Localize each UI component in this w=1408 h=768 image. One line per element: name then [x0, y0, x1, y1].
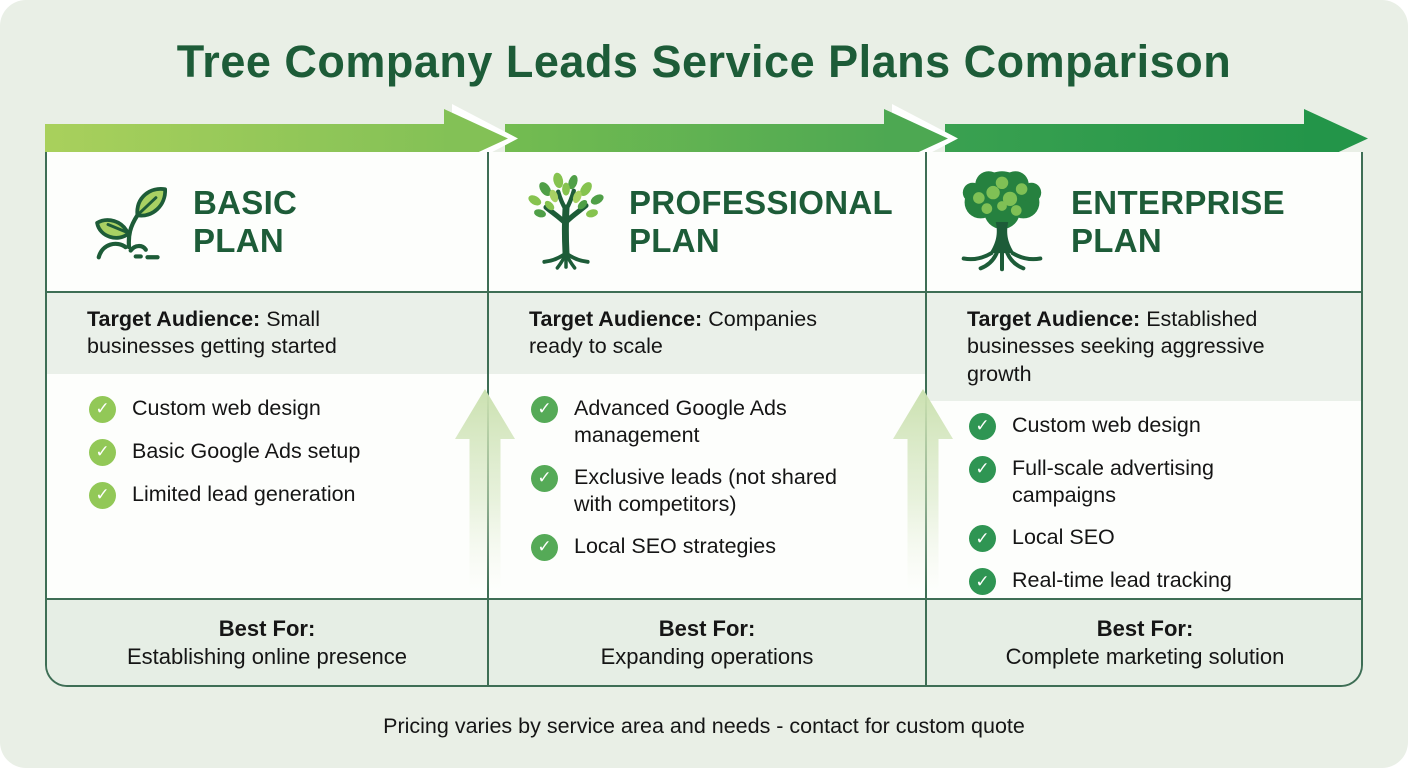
check-icon: ✓ [89, 481, 116, 509]
feature-text: Custom web design [132, 395, 321, 420]
feature-text: Real-time lead tracking [1012, 568, 1232, 593]
best-for-value: Establishing online presence [126, 643, 408, 669]
feature-item: ✓ Basic Google Ads setup [89, 438, 441, 466]
plan-name-enterprise: ENTERPRISE PLAN [1071, 184, 1285, 260]
feature-text: Limited lead generation [132, 481, 356, 506]
plan-header-professional: PROFESSIONAL PLAN [489, 152, 925, 293]
feature-text: Custom web design [1012, 412, 1201, 437]
feature-item: ✓ Exclusive leads (not shared with compe… [531, 464, 879, 518]
comparison-table: BASIC PLAN Target Audience:Small busines… [45, 152, 1363, 687]
best-for-value: Expanding operations [600, 643, 814, 669]
check-icon: ✓ [969, 412, 996, 440]
mature-tree-icon [961, 170, 1043, 271]
check-icon: ✓ [969, 568, 996, 596]
feature-text: Basic Google Ads setup [132, 438, 361, 463]
best-for-basic: Best For: Establishing online presence [47, 598, 487, 685]
check-icon: ✓ [531, 533, 558, 561]
feature-text: Advanced Google Ads management [574, 395, 787, 447]
plan-name-line1: BASIC [193, 183, 298, 221]
target-audience-value: Established businesses seeking aggressiv… [967, 307, 1265, 386]
plan-column-professional: PROFESSIONAL PLAN Target Audience:Compan… [487, 152, 925, 685]
target-audience-value: Companies ready to scale [529, 307, 817, 359]
check-icon: ✓ [969, 525, 996, 553]
plan-name-line2: PLAN [193, 221, 285, 259]
feature-item: ✓ Custom web design [969, 412, 1317, 440]
pricing-note: Pricing varies by service area and needs… [383, 714, 1025, 738]
feature-text: Exclusive leads (not shared with competi… [574, 464, 837, 516]
plan-header-enterprise: ENTERPRISE PLAN [927, 152, 1361, 293]
feature-item: ✓ Custom web design [89, 395, 441, 423]
young-tree-icon [528, 172, 604, 270]
check-icon: ✓ [531, 395, 558, 423]
target-audience-label: Target Audience: [529, 307, 703, 331]
feature-list-basic: ✓ Custom web design ✓ Basic Google Ads s… [47, 374, 487, 509]
plan-name-basic: BASIC PLAN [193, 184, 297, 260]
plan-column-enterprise: ENTERPRISE PLAN Target Audience:Establis… [925, 152, 1361, 685]
seedling-icon [95, 186, 168, 259]
target-audience-basic: Target Audience:Small businesses getting… [47, 293, 487, 374]
plan-name-line1: PROFESSIONAL [629, 183, 893, 221]
best-for-label: Best For: [218, 615, 316, 641]
plan-name-professional: PROFESSIONAL PLAN [629, 184, 893, 260]
check-icon: ✓ [531, 464, 558, 492]
best-for-label: Best For: [1096, 615, 1194, 641]
check-icon: ✓ [969, 455, 996, 483]
feature-list-enterprise: ✓ Custom web design ✓ Full-scale adverti… [927, 401, 1361, 596]
plan-name-line2: PLAN [1071, 221, 1163, 259]
best-for-enterprise: Best For: Complete marketing solution [927, 598, 1361, 685]
feature-item: ✓ Local SEO [969, 524, 1317, 553]
feature-item: ✓ Local SEO strategies [531, 533, 879, 561]
feature-text: Full-scale advertising campaigns [1012, 455, 1214, 507]
target-audience-enterprise: Target Audience:Established businesses s… [927, 293, 1361, 401]
target-audience-value: Small businesses getting started [87, 307, 337, 359]
feature-text: Local SEO [1012, 525, 1115, 550]
check-icon: ✓ [89, 438, 116, 466]
target-audience-professional: Target Audience:Companies ready to scale [489, 293, 925, 374]
plan-name-line2: PLAN [629, 221, 721, 259]
feature-item: ✓ Advanced Google Ads management [531, 395, 879, 449]
feature-list-professional: ✓ Advanced Google Ads management ✓ Exclu… [489, 374, 925, 561]
best-for-label: Best For: [658, 615, 756, 641]
best-for-value: Complete marketing solution [1005, 643, 1285, 669]
feature-item: ✓ Full-scale advertising campaigns [969, 455, 1317, 509]
feature-text: Local SEO strategies [574, 533, 776, 558]
page-title: Tree Company Leads Service Plans Compari… [176, 36, 1232, 87]
plan-header-basic: BASIC PLAN [47, 152, 487, 293]
check-icon: ✓ [89, 395, 116, 423]
target-audience-label: Target Audience: [967, 307, 1141, 331]
feature-item: ✓ Limited lead generation [89, 481, 441, 509]
plan-name-line1: ENTERPRISE [1071, 183, 1285, 221]
target-audience-label: Target Audience: [87, 307, 261, 331]
feature-item: ✓ Real-time lead tracking [969, 567, 1317, 596]
plan-column-basic: BASIC PLAN Target Audience:Small busines… [47, 152, 487, 685]
best-for-professional: Best For: Expanding operations [489, 598, 925, 685]
